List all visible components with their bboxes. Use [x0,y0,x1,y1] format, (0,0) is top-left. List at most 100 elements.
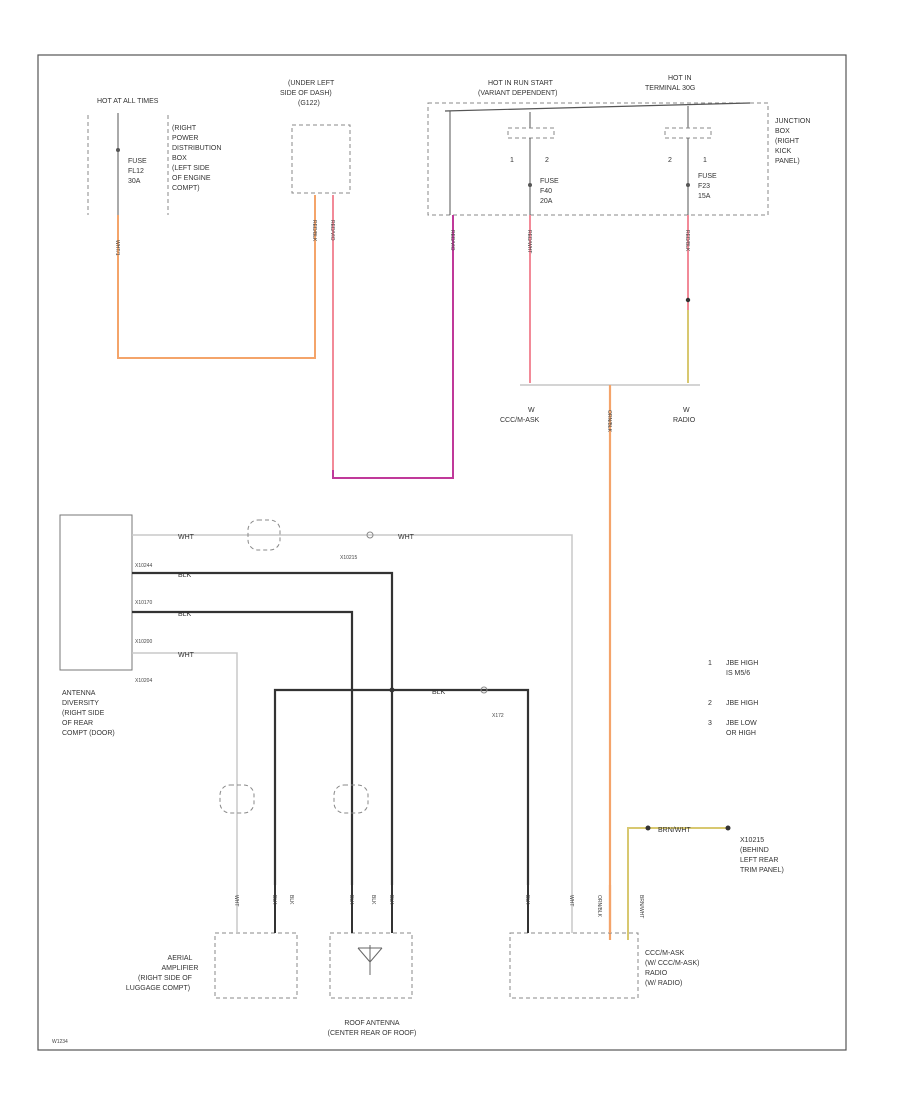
pin-1a: 1 [510,157,514,164]
wire-gray-wht-2 [132,652,238,885]
svg-text:F23: F23 [698,183,710,190]
splice-f23 [685,297,691,303]
hot-at-all-times-label: HOT AT ALL TIMES [97,98,159,105]
legend-item-3: 3 JBE LOW OR HIGH [708,720,757,737]
svg-text:(RIGHT: (RIGHT [775,138,800,145]
tag-a3: BLK [288,895,294,905]
ground-dot-left [645,825,651,831]
svg-text:SIDE OF DASH): SIDE OF DASH) [280,90,332,97]
svg-text:15A: 15A [698,193,711,200]
fuse-f23-dot [686,183,690,187]
svg-text:JBE HIGH: JBE HIGH [726,660,758,667]
svg-text:(RIGHT SIDE: (RIGHT SIDE [62,710,105,717]
relay-f23-box [664,127,712,139]
svg-text:DISTRIBUTION: DISTRIBUTION [172,145,221,152]
roof-antenna-box [329,932,413,999]
svg-text:FUSE: FUSE [698,173,717,180]
connector-oval-left [219,784,255,814]
blk-label-3: BLK [432,689,446,696]
svg-text:W: W [683,407,690,414]
hot-in-terminal-label: HOT IN TERMINAL 30G [645,75,695,92]
fuse-f40-dot [528,183,532,187]
junction-box-boundary [427,102,769,216]
ccc-radio-label: CCC/M-ASK (W/ CCC/M-ASK) RADIO (W/ RADIO… [645,950,699,987]
svg-text:AMPLIFIER: AMPLIFIER [162,965,199,972]
svg-text:TRIM PANEL): TRIM PANEL) [740,867,784,874]
x10204-label: X10204 [135,678,152,684]
splice-roof [389,687,395,693]
roof-antenna-symbol-icon [357,945,383,975]
svg-text:FUSE: FUSE [128,158,147,165]
x10170-label: X10170 [135,600,152,606]
fuse-left-label: FUSE FL12 30A [128,158,147,185]
svg-text:OF ENGINE: OF ENGINE [172,175,211,182]
svg-text:3: 3 [708,720,712,727]
svg-text:(W/ RADIO): (W/ RADIO) [645,980,682,987]
svg-text:AERIAL: AERIAL [168,955,193,962]
fuse-left-dot [116,148,120,152]
tag-c2: WHT [568,895,574,906]
svg-text:(W/ CCC/M-ASK): (W/ CCC/M-ASK) [645,960,699,967]
x172-label: X172 [492,713,504,719]
wht-label-2: WHT [398,534,415,541]
wire-black-2 [132,610,354,885]
svg-text:PANEL): PANEL) [775,158,800,165]
tag-c4: BRN/WHT [638,895,644,918]
ccc-radio-box [509,932,639,999]
tag-w7: ORN/BLK [606,410,612,433]
svg-text:KICK: KICK [775,148,792,155]
svg-text:RADIO: RADIO [645,970,668,977]
tag-w1: WHT/1 [114,240,120,256]
svg-text:CCC/M-ASK: CCC/M-ASK [500,417,540,424]
fuse-f23-label: FUSE F23 15A [698,173,717,200]
svg-text:(BEHIND: (BEHIND [740,847,769,854]
svg-text:DIVERSITY: DIVERSITY [62,700,99,707]
svg-text:JBE HIGH: JBE HIGH [726,700,758,707]
tag-a1: WHT [233,895,239,906]
tag-a2: BLK [271,895,277,905]
svg-text:COMPT): COMPT) [172,185,200,192]
tag-w2: RED/BLK [311,220,317,242]
ground-dot-right [725,825,731,831]
tag-w3: RED/VIO [329,220,335,241]
tag-w5: RED/WHT [526,230,532,253]
wire-yellow-ground [627,827,728,940]
tag-r3: BLK [388,895,394,905]
svg-text:(CENTER REAR OF ROOF): (CENTER REAR OF ROOF) [328,1030,417,1037]
aerial-amplifier-box [214,932,298,999]
svg-text:JBE LOW: JBE LOW [726,720,757,727]
fuse-f40-label: FUSE F40 20A [540,178,559,205]
blk-label-2: BLK [178,611,192,618]
aerial-amplifier-label: AERIAL AMPLIFIER (RIGHT SIDE OF LUGGAGE … [126,955,199,992]
svg-text:2: 2 [708,700,712,707]
junction-bus-bar [444,102,751,112]
tag-r2: BLK [370,895,376,905]
svg-text:(RIGHT SIDE OF: (RIGHT SIDE OF [138,975,192,982]
figure-id: W1234 [52,1039,68,1045]
wire-violet-ground [332,195,454,479]
svg-text:FL12: FL12 [128,168,144,175]
tag-c3: ORN/BLK [596,895,602,918]
connector-oval-top [247,519,281,551]
right-power-dist-label: (RIGHT POWER DISTRIBUTION BOX (LEFT SIDE… [172,125,221,192]
wht-label-1: WHT [178,534,195,541]
antenna-diversity-label: ANTENNA DIVERSITY (RIGHT SIDE OF REAR CO… [62,690,115,737]
legend-item-1: 1 JBE HIGH IS M5/6 [708,660,758,677]
svg-text:HOT IN: HOT IN [668,75,692,82]
svg-text:BOX: BOX [172,155,187,162]
diagram-frame [37,54,847,1051]
legend-item-2: 2 JBE HIGH [708,700,758,707]
svg-text:ROOF ANTENNA: ROOF ANTENNA [344,1020,400,1027]
junction-box-label: JUNCTION BOX (RIGHT KICK PANEL) [775,118,810,165]
x10215-label: X10215 [340,555,357,561]
pin-1b: 1 [703,157,707,164]
tag-r1: BLK [348,895,354,905]
svg-text:CCC/M-ASK: CCC/M-ASK [645,950,685,957]
x10215-ground-label: X10215 (BEHIND LEFT REAR TRIM PANEL) [740,837,784,874]
tag-w6: RED/BLK [684,230,690,252]
svg-text:RADIO: RADIO [673,417,696,424]
svg-text:LUGGAGE COMPT): LUGGAGE COMPT) [126,985,190,992]
radio-supply-label: W RADIO [673,407,696,424]
tag-c1: BLK [524,895,530,905]
svg-text:LEFT REAR: LEFT REAR [740,857,778,864]
